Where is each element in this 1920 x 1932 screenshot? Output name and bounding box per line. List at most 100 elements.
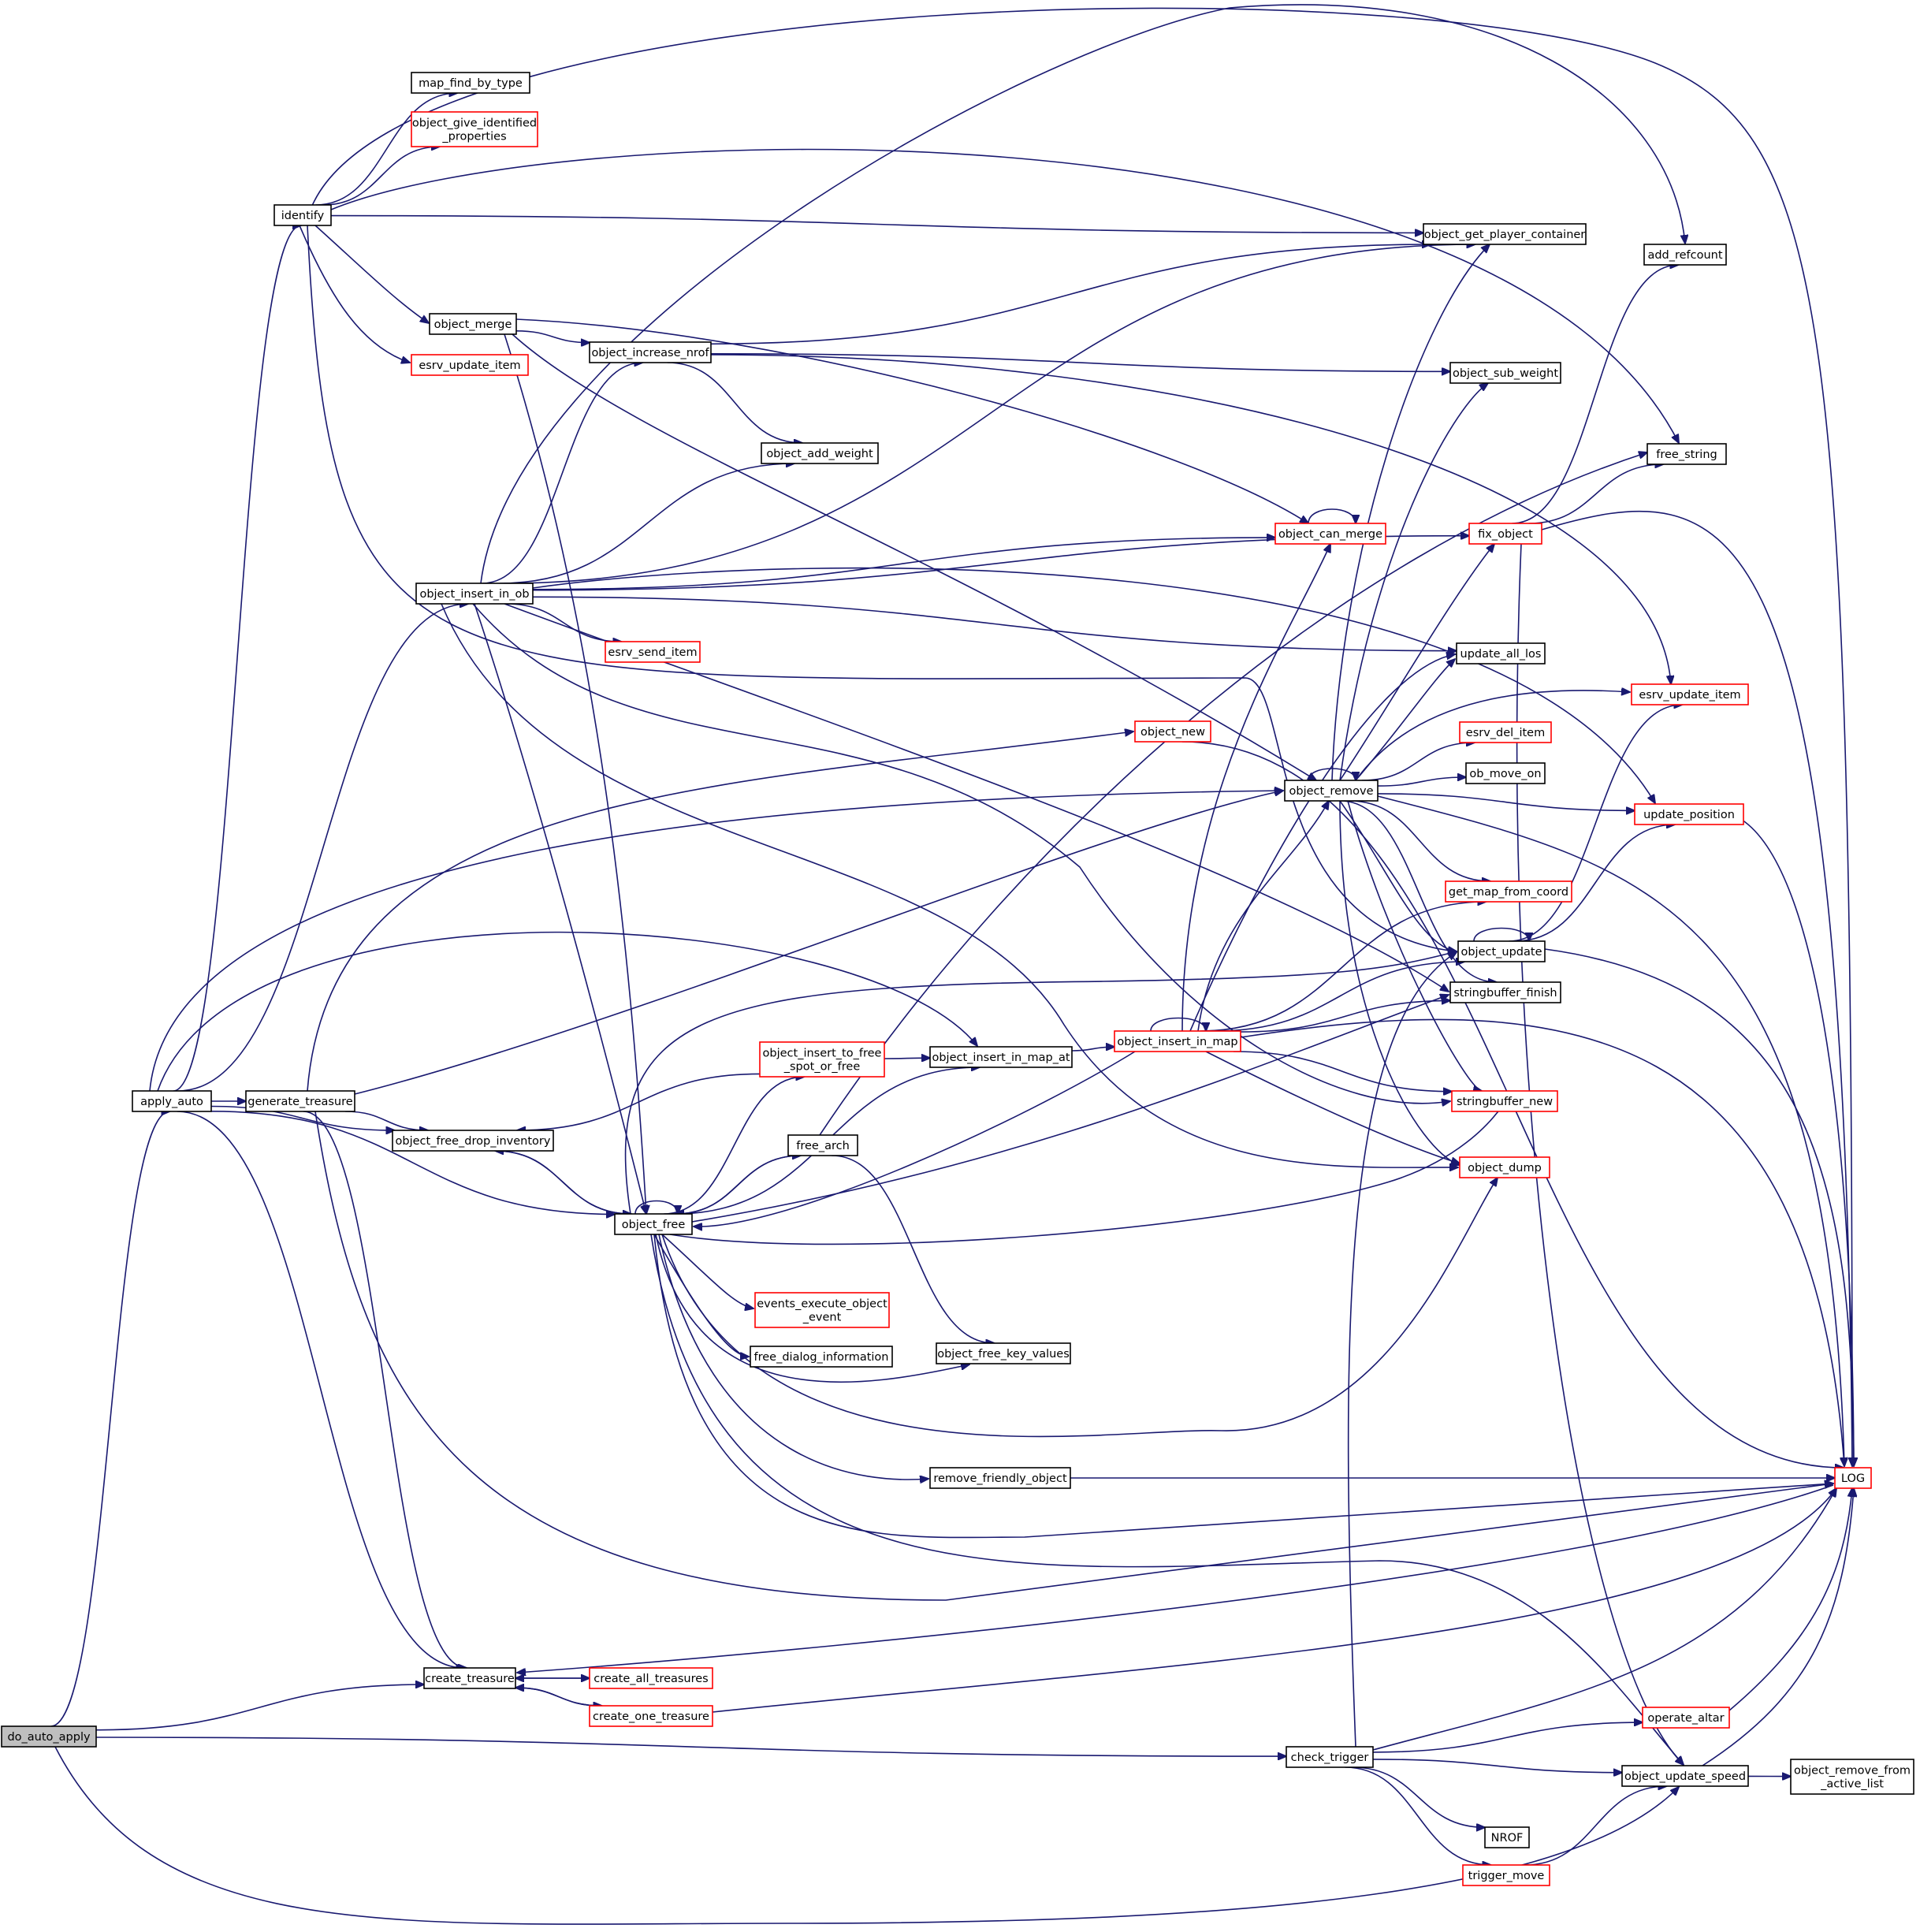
node-box-free_dialog_information[interactable]	[750, 1346, 893, 1368]
node-box-update_position[interactable]	[1634, 803, 1744, 825]
node-object_sub_weight[interactable]: object_sub_weight	[1449, 362, 1561, 384]
node-box-free_string[interactable]	[1647, 443, 1727, 465]
node-esrv_update_item_r[interactable]: esrv_update_item	[1631, 683, 1749, 705]
node-free_dialog_information[interactable]: free_dialog_information	[750, 1346, 893, 1368]
node-box-NROF[interactable]	[1484, 1826, 1530, 1848]
node-box-object_get_player_container[interactable]	[1423, 223, 1587, 245]
node-object_get_player_container[interactable]: object_get_player_container	[1423, 223, 1587, 245]
node-check_trigger[interactable]: check_trigger	[1286, 1746, 1374, 1768]
node-box-esrv_send_item[interactable]	[605, 641, 701, 663]
node-box-object_add_weight[interactable]	[761, 442, 879, 464]
node-object_add_weight[interactable]: object_add_weight	[761, 442, 879, 464]
node-free_string[interactable]: free_string	[1647, 443, 1727, 465]
node-box-trigger_move[interactable]	[1462, 1864, 1550, 1886]
node-box-object_insert_in_map_at[interactable]	[929, 1046, 1073, 1068]
node-box-esrv_del_item[interactable]	[1459, 721, 1552, 743]
node-box-object_new[interactable]	[1134, 720, 1211, 743]
node-trigger_move[interactable]: trigger_move	[1462, 1864, 1550, 1886]
node-esrv_del_item[interactable]: esrv_del_item	[1459, 721, 1552, 743]
node-box-map_find_by_type[interactable]	[411, 72, 530, 94]
node-box-object_free[interactable]	[614, 1213, 693, 1235]
node-box-do_auto_apply[interactable]	[1, 1725, 97, 1748]
node-object_insert_in_ob[interactable]: object_insert_in_ob	[415, 583, 534, 605]
node-box-generate_treasure[interactable]	[245, 1090, 355, 1112]
node-object_update_speed[interactable]: object_update_speed	[1621, 1765, 1749, 1787]
node-box-object_insert_in_map[interactable]	[1114, 1030, 1241, 1052]
node-box-object_merge[interactable]	[429, 313, 517, 335]
node-box-object_dump[interactable]	[1459, 1156, 1550, 1178]
node-box-identify[interactable]	[273, 204, 332, 226]
node-object_dump[interactable]: object_dump	[1459, 1156, 1550, 1178]
node-box-add_refcount[interactable]	[1643, 244, 1727, 266]
node-box-object_sub_weight[interactable]	[1449, 362, 1561, 384]
node-LOG[interactable]: LOG	[1834, 1467, 1872, 1489]
node-box-ob_move_on[interactable]	[1465, 762, 1546, 784]
node-object_merge[interactable]: object_merge	[429, 313, 517, 335]
node-object_give_identified_properties[interactable]: object_give_identified_properties	[411, 111, 538, 147]
node-box-object_can_merge[interactable]	[1274, 523, 1386, 545]
node-NROF[interactable]: NROF	[1484, 1826, 1530, 1848]
node-box-create_all_treasures[interactable]	[589, 1667, 713, 1689]
node-object_remove_from_active_list[interactable]: object_remove_from_active_list	[1790, 1759, 1914, 1795]
node-box-events_execute_object_event[interactable]	[754, 1292, 890, 1328]
node-box-fix_object[interactable]	[1468, 523, 1542, 545]
node-box-object_update[interactable]	[1457, 940, 1546, 962]
node-box-stringbuffer_new[interactable]	[1451, 1090, 1558, 1112]
node-box-LOG[interactable]	[1834, 1467, 1872, 1489]
node-create_treasure[interactable]: create_treasure	[423, 1667, 516, 1689]
node-object_free_drop_inventory[interactable]: object_free_drop_inventory	[392, 1130, 554, 1152]
node-esrv_update_item_l[interactable]: esrv_update_item	[411, 354, 529, 376]
node-object_increase_nrof[interactable]: object_increase_nrof	[589, 341, 712, 363]
node-esrv_send_item[interactable]: esrv_send_item	[605, 641, 701, 663]
node-events_execute_object_event[interactable]: events_execute_object_event	[754, 1292, 890, 1328]
node-box-operate_altar[interactable]	[1642, 1707, 1730, 1729]
node-box-esrv_update_item_r[interactable]	[1631, 683, 1749, 705]
node-box-object_insert_to_free_spot_or_free[interactable]	[759, 1041, 885, 1078]
node-object_can_merge[interactable]: object_can_merge	[1274, 523, 1386, 545]
node-box-object_remove[interactable]	[1284, 780, 1379, 802]
node-box-create_one_treasure[interactable]	[589, 1705, 713, 1727]
node-box-object_update_speed[interactable]	[1621, 1765, 1749, 1787]
node-create_one_treasure[interactable]: create_one_treasure	[589, 1705, 713, 1727]
node-box-object_free_key_values[interactable]	[936, 1342, 1071, 1364]
node-object_remove[interactable]: object_remove	[1284, 780, 1379, 802]
node-box-get_map_from_coord[interactable]	[1445, 880, 1572, 903]
node-box-stringbuffer_finish[interactable]	[1449, 981, 1561, 1003]
node-identify[interactable]: identify	[273, 204, 332, 226]
node-add_refcount[interactable]: add_refcount	[1643, 244, 1727, 266]
node-box-create_treasure[interactable]	[423, 1667, 516, 1689]
node-operate_altar[interactable]: operate_altar	[1642, 1707, 1730, 1729]
node-box-remove_friendly_object[interactable]	[929, 1467, 1071, 1489]
node-box-free_arch[interactable]	[787, 1134, 858, 1156]
node-remove_friendly_object[interactable]: remove_friendly_object	[929, 1467, 1071, 1489]
node-map_find_by_type[interactable]: map_find_by_type	[411, 72, 530, 94]
node-object_free[interactable]: object_free	[614, 1213, 693, 1235]
node-box-object_increase_nrof[interactable]	[589, 341, 712, 363]
node-box-object_free_drop_inventory[interactable]	[392, 1130, 554, 1152]
node-object_update[interactable]: object_update	[1457, 940, 1546, 962]
node-ob_move_on[interactable]: ob_move_on	[1465, 762, 1546, 784]
node-do_auto_apply[interactable]: do_auto_apply	[1, 1725, 97, 1748]
node-generate_treasure[interactable]: generate_treasure	[245, 1090, 355, 1112]
node-update_position[interactable]: update_position	[1634, 803, 1744, 825]
node-stringbuffer_finish[interactable]: stringbuffer_finish	[1449, 981, 1561, 1003]
node-create_all_treasures[interactable]: create_all_treasures	[589, 1667, 713, 1689]
node-object_free_key_values[interactable]: object_free_key_values	[936, 1342, 1071, 1364]
node-object_insert_in_map_at[interactable]: object_insert_in_map_at	[929, 1046, 1073, 1068]
node-box-object_give_identified_properties[interactable]	[411, 111, 538, 147]
node-object_insert_in_map[interactable]: object_insert_in_map	[1114, 1030, 1241, 1052]
node-stringbuffer_new[interactable]: stringbuffer_new	[1451, 1090, 1558, 1112]
node-update_all_los[interactable]: update_all_los	[1456, 642, 1546, 664]
node-apply_auto[interactable]: apply_auto	[132, 1090, 212, 1112]
node-object_new[interactable]: object_new	[1134, 720, 1211, 743]
node-free_arch[interactable]: free_arch	[787, 1134, 858, 1156]
node-object_insert_to_free_spot_or_free[interactable]: object_insert_to_free_spot_or_free	[759, 1041, 885, 1078]
node-get_map_from_coord[interactable]: get_map_from_coord	[1445, 880, 1572, 903]
node-box-esrv_update_item_l[interactable]	[411, 354, 529, 376]
node-box-update_all_los[interactable]	[1456, 642, 1546, 664]
node-box-apply_auto[interactable]	[132, 1090, 212, 1112]
node-fix_object[interactable]: fix_object	[1468, 523, 1542, 545]
node-box-object_insert_in_ob[interactable]	[415, 583, 534, 605]
node-box-check_trigger[interactable]	[1286, 1746, 1374, 1768]
node-box-object_remove_from_active_list[interactable]	[1790, 1759, 1914, 1795]
